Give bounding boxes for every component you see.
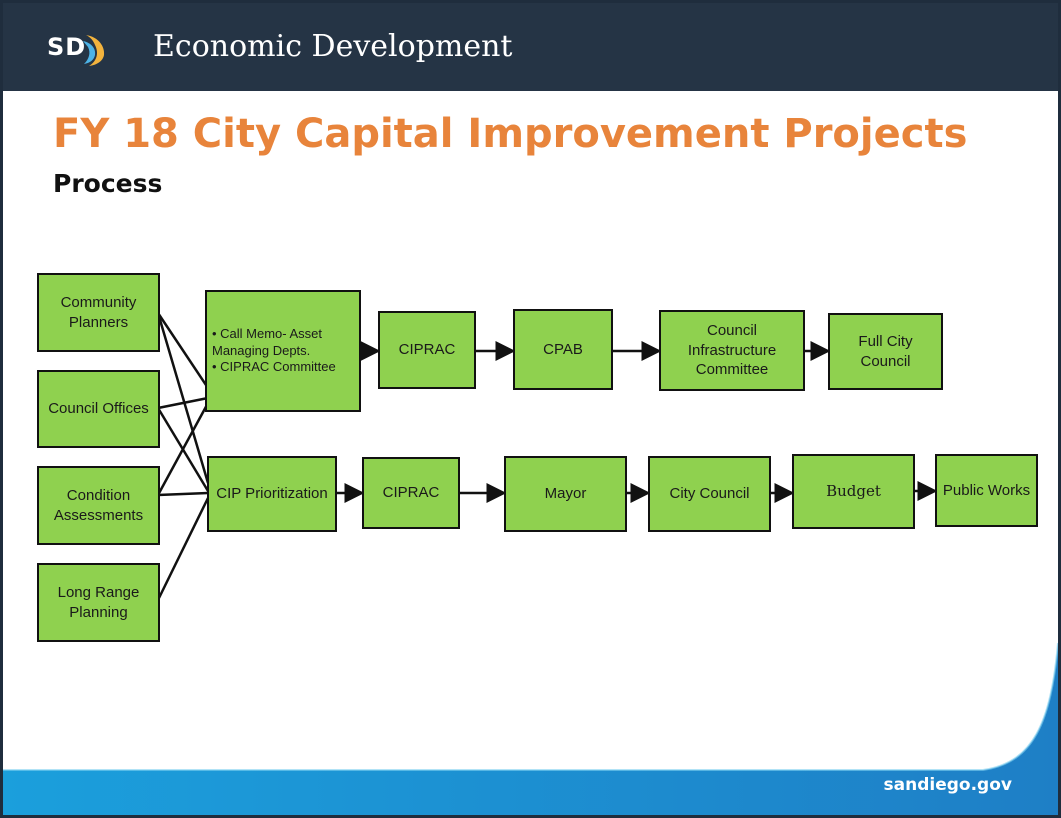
box-city-council: City Council <box>648 456 771 532</box>
box-full-city-council: Full City Council <box>828 313 943 390</box>
site-url: sandiego.gov <box>883 775 1012 795</box>
header-bar: SD Economic Development <box>3 3 1058 91</box>
connector-community-planners-to-cip-prioritization <box>156 312 210 484</box>
box-council-offices: Council Offices <box>37 370 160 448</box>
box-mayor: Mayor <box>504 456 627 532</box>
connector-condition-assessments-to-cip-prioritization <box>157 491 209 497</box>
slide-title: FY 18 City Capital Improvement Projects <box>53 111 968 157</box>
box-ciprac-top: CIPRAC <box>378 311 476 389</box>
box-condition-assessments: Condition Assessments <box>37 466 160 545</box>
box-cpab: CPAB <box>513 309 613 390</box>
connector-long-range-planning-to-cip-prioritization <box>156 497 210 601</box>
app-title: Economic Development <box>153 29 513 64</box>
box-community-planners: Community Planners <box>37 273 160 352</box>
slide-subtitle: Process <box>53 169 163 198</box>
box-call-memo-ciprac-committee: • Call Memo- Asset Managing Depts. • CIP… <box>205 290 361 412</box>
box-cip-prioritization: CIP Prioritization <box>207 456 337 532</box>
box-budget: Budget <box>792 454 915 529</box>
box-ciprac-bottom: CIPRAC <box>362 457 460 529</box>
box-long-range-planning: Long Range Planning <box>37 563 160 642</box>
box-public-works: Public Works <box>935 454 1038 527</box>
logo-text: SD <box>47 33 87 61</box>
connector-council-offices-to-call-memo <box>157 396 209 410</box>
connector-condition-assessments-to-call-memo <box>156 402 210 496</box>
footer-wave <box>3 3 1058 815</box>
box-council-infrastructure-committee: Council Infrastructure Committee <box>659 310 805 391</box>
process-diagram: Community Planners Council Offices Condi… <box>3 3 1058 815</box>
connector-layer <box>156 312 938 601</box>
connector-community-planners-to-call-memo <box>156 312 210 389</box>
sd-logo: SD <box>47 33 127 69</box>
logo-swoosh-icon <box>83 35 105 66</box>
